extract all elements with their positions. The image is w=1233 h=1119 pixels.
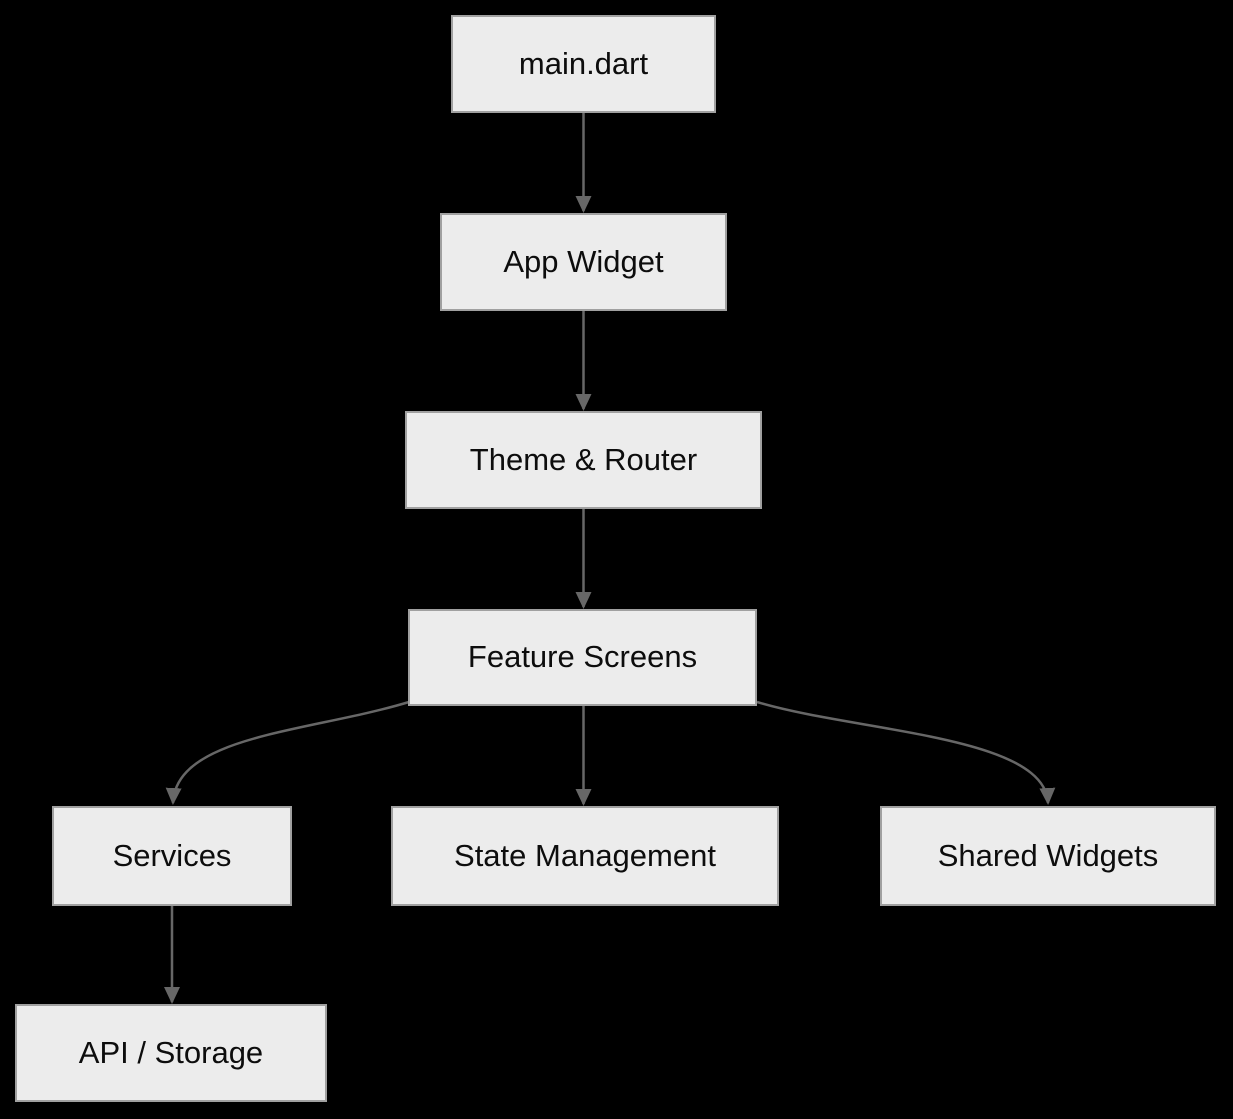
- node-api-storage-label: API / Storage: [78, 1034, 264, 1070]
- node-app-widget: App Widget: [440, 213, 727, 311]
- node-state-management-label: State Management: [454, 837, 716, 873]
- node-feature-screens: Feature Screens: [408, 609, 757, 706]
- node-app-widget-label: App Widget: [503, 243, 664, 279]
- edge-featurescreens-to-services: [165, 700, 410, 805]
- node-shared-widgets: Shared Widgets: [880, 806, 1216, 906]
- node-state-management: State Management: [391, 806, 779, 906]
- node-services-label: Services: [112, 837, 232, 873]
- node-api-storage: API / Storage: [15, 1004, 327, 1102]
- node-main-dart-label: main.dart: [518, 45, 649, 81]
- node-theme-router-label: Theme & Router: [469, 441, 698, 477]
- node-services: Services: [52, 806, 292, 906]
- node-feature-screens-label: Feature Screens: [467, 639, 698, 675]
- node-main-dart: main.dart: [451, 15, 716, 113]
- node-theme-router: Theme & Router: [405, 411, 762, 509]
- edge-featurescreens-to-sharedwidgets: [756, 700, 1056, 805]
- node-shared-widgets-label: Shared Widgets: [937, 837, 1159, 873]
